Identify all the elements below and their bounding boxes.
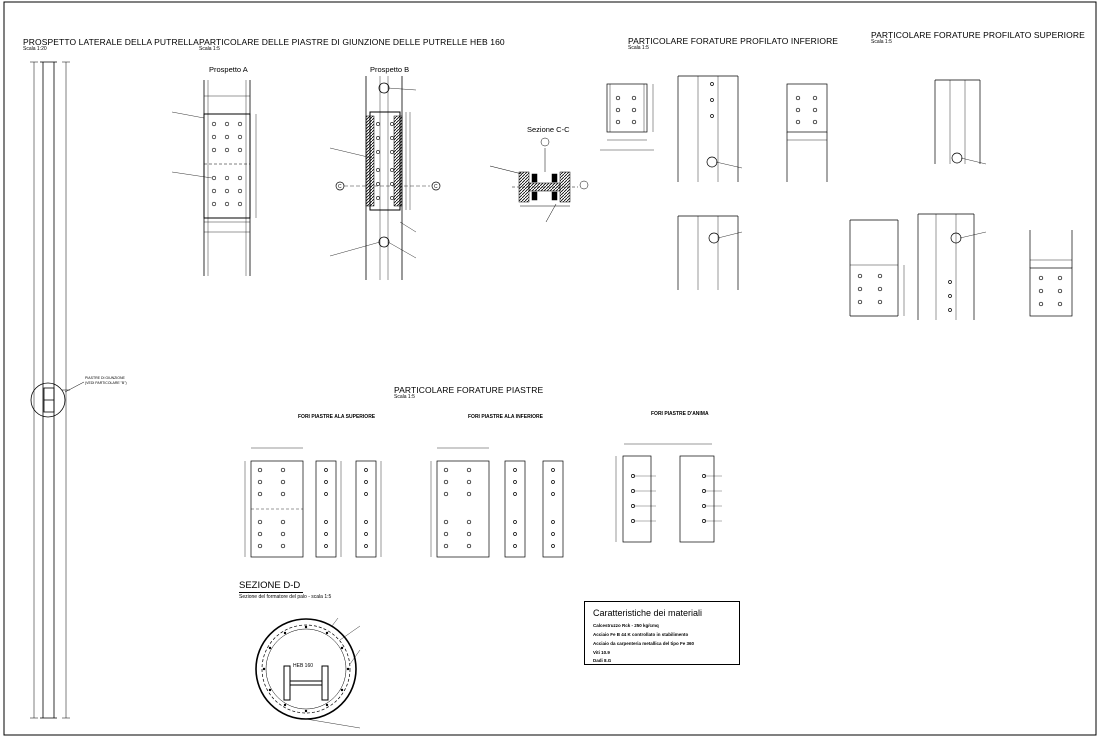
svg-text:(VEDI PARTICOLARE "B"): (VEDI PARTICOLARE "B"): [85, 381, 127, 385]
plate-drilling: [244, 443, 722, 558]
materials-legend-item: Acciaio da carpenteria metallica del tip…: [593, 641, 695, 646]
materials-legend-item: Viti 10.9: [593, 650, 610, 655]
svg-text:C: C: [338, 184, 342, 190]
lateral-elevation: PIASTRE DI GIUNZIONE (VEDI PARTICOLARE "…: [30, 61, 127, 719]
splice-detail-circle: [30, 382, 66, 418]
splice-plates-scale: Scala 1:5: [199, 46, 220, 52]
lower-drilling-scale: Scala 1:5: [628, 45, 649, 51]
plate-drilling-scale: Scala 1:5: [394, 394, 415, 400]
upper-drilling-scale: Scala 1:5: [871, 39, 892, 45]
lateral-elevation-title: PROSPETTO LATERALE DELLA PUTRELLA: [23, 37, 199, 47]
lateral-elevation-scale: Scala 1:20: [23, 46, 47, 52]
section-dd-title: SEZIONE D-D: [239, 580, 301, 591]
sheet-border: [3, 1, 1097, 736]
view-label-prospetto-a: Prospetto A: [209, 65, 248, 74]
section-dd-scale: Sezione del formatore del palo - scala 1…: [239, 594, 332, 600]
plate-drilling-title: PARTICOLARE FORATURE PIASTRE: [394, 385, 544, 395]
upper-drilling-title: PARTICOLARE FORATURE PROFILATO SUPERIORE: [871, 30, 1085, 40]
view-label-fori-inferiore: FORI PIASTRE ALA INFERIORE: [468, 414, 543, 420]
upper-profile-drilling: [849, 79, 1073, 320]
view-label-prospetto-b: Prospetto B: [370, 65, 410, 74]
section-marker-c-right: C: [431, 181, 441, 191]
elevation-a: [171, 80, 257, 276]
heb-label: HEB 160: [293, 663, 314, 669]
materials-legend-title: Caratteristiche dei materiali: [593, 608, 703, 618]
lower-drilling-title: PARTICOLARE FORATURE PROFILATO INFERIORE: [628, 36, 839, 46]
heb-profile: [282, 664, 330, 674]
section-dd: [255, 617, 361, 729]
section-cc: [489, 137, 589, 223]
materials-legend-item: Dadi 8.G: [593, 658, 612, 663]
materials-legend-item: Acciaio Fe B 44 K controllato in stabili…: [593, 632, 689, 637]
lower-profile-drilling: [600, 75, 828, 290]
materials-legend: Caratteristiche dei materiali Calcestruz…: [584, 601, 740, 665]
svg-text:C: C: [434, 184, 438, 190]
elevation-b: [329, 76, 430, 280]
materials-legend-item: Calcestruzzo Rck - 250 kg/cmq: [593, 623, 659, 628]
view-label-sezione-cc: Sezione C-C: [527, 125, 570, 134]
view-label-fori-anima: FORI PIASTRE D'ANIMA: [651, 411, 709, 417]
svg-text:PIASTRE DI GIUNZIONE: PIASTRE DI GIUNZIONE: [85, 376, 126, 380]
view-label-fori-superiore: FORI PIASTRE ALA SUPERIORE: [298, 414, 376, 420]
section-dd-underline: [239, 592, 303, 593]
splice-plates-title: PARTICOLARE DELLE PIASTRE DI GIUNZIONE D…: [199, 37, 505, 47]
section-marker-c-left: C: [335, 181, 345, 191]
